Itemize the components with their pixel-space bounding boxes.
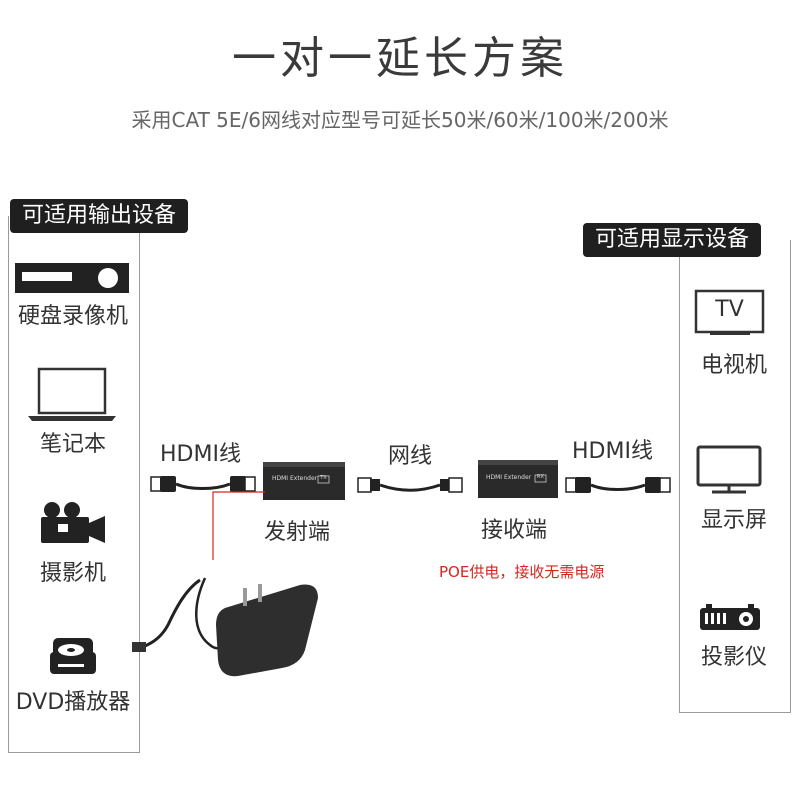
laptop-icon [28,367,116,421]
hdmi-cable-left [150,476,256,492]
hdmi-cable-right [565,477,671,493]
device-label-dvd: DVD播放器 [15,690,131,715]
device-label-tv: 电视机 [700,353,767,378]
hdmi-right-label: HDMI线 [572,439,653,464]
device-label-projector: 投影仪 [700,645,767,670]
right-panel [679,240,791,713]
transmitter-badge: TX [320,475,327,481]
monitor-icon [696,445,762,494]
projector-icon [700,604,760,630]
display-devices-header: 可适用显示设备 [583,223,762,257]
tv-icon-label: TV [715,297,744,322]
camera-icon [41,502,105,543]
poe-note: POE供电，接收无需电源 [439,563,605,581]
page-title: 一对一延长方案 [232,33,568,84]
network-cable [357,477,463,493]
hdmi-left-label: HDMI线 [160,442,241,467]
output-devices-header: 可适用输出设备 [10,199,189,233]
transmitter-device-text: HDMI Extender [272,475,318,482]
transmitter-device [263,462,345,500]
page-subtitle: 采用CAT 5E/6网线对应型号可延长50米/60米/100米/200米 [131,108,669,132]
power-line [212,491,265,560]
power-adapter-icon [132,577,318,677]
receiver-badge: RX [537,474,544,480]
device-label-camera: 摄影机 [39,561,106,586]
device-label-dvr: 硬盘录像机 [17,304,128,329]
receiver-device [478,460,558,498]
receiver-device-text: HDMI Extender [486,474,532,481]
device-label-laptop: 笔记本 [39,432,106,457]
device-label-monitor: 显示屏 [700,508,767,533]
dvr-icon [15,263,129,293]
tv-icon [694,289,765,335]
transmitter-label: 发射端 [264,520,331,545]
receiver-label: 接收端 [481,518,548,543]
dvd-icon [50,638,96,674]
network-cable-label: 网线 [388,444,433,469]
